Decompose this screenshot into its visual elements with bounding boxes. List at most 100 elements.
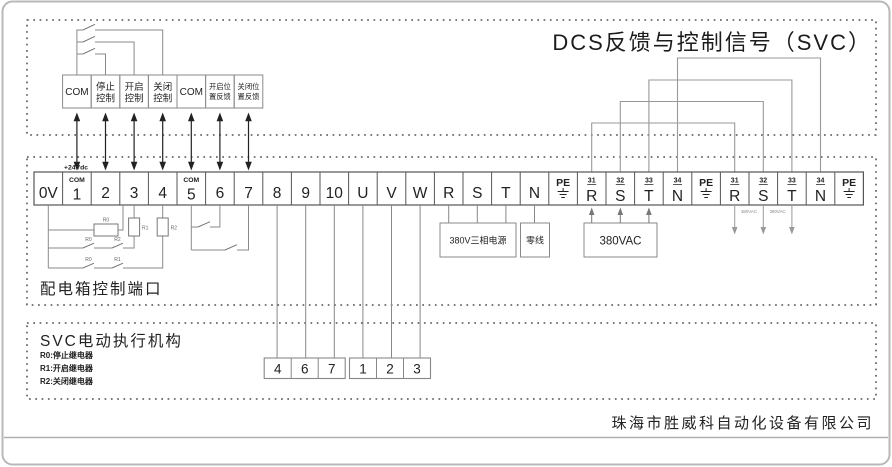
terminal-label: V [386,185,397,202]
terminal-pe-label: PE [842,177,856,189]
legend-r0: R0:停止继电器 [40,350,94,360]
terminal-label: 2 [101,185,110,202]
actuator-block-labels: 4 6 7 1 2 3 [274,362,421,377]
relay-coils [93,217,169,237]
rstn-jumper-wires [591,57,822,172]
terminal-sup: 33 [788,178,796,185]
terminal-label: 8 [273,185,282,202]
terminal-label: R [729,188,740,205]
relay-coil-labels: R0 R1 R2 R0 R2 R0 R1 [85,218,177,264]
terminal-com-label: COM [69,177,85,184]
vac-up-arrowheads-icon [588,207,652,215]
terminal-label: S [472,185,482,202]
legend-r2: R2:关闭继电器 [40,376,94,386]
terminal-sup: 32 [759,178,767,185]
terminal-sup: 34 [674,178,682,185]
diagram-title: DCS反馈与控制信号（SVC） [552,30,872,55]
terminal-sup: 31 [731,178,739,185]
terminal-label: 5 [187,187,196,204]
open-label-2: 控制 [125,93,144,105]
close-label-2: 控制 [153,93,172,105]
switch-contact-icon [82,23,96,55]
terminal-pe-label: PE [699,177,713,189]
vac-small-label: 380VAC [770,209,786,214]
terminal-label: 4 [158,185,167,202]
terminal-label: 10 [326,185,344,202]
feedback-cell: 6 [301,362,309,377]
actuator-blocks [263,357,432,380]
terminal-labels: 0V COM 1 2 3 4 COM 5 6 7 8 9 10 U V W R … [39,177,856,205]
feedback-block [263,357,346,380]
terminal-label: R [586,188,597,205]
com1-label: COM [65,87,88,98]
block-dividers [290,358,404,379]
vac-down-arrows [734,205,793,229]
power-cell: 2 [386,362,394,377]
power-cell: 3 [413,362,421,377]
terminal-com-label: COM [183,177,199,184]
terminal-strip [33,171,865,206]
terminal-label: N [815,188,826,205]
three-phase-label: 380V三相电源 [449,235,506,246]
feedback-cell: 7 [328,362,336,377]
vac-up-arrows [591,213,650,223]
dcs-switch-wires [76,29,164,75]
relay-contact-icon [82,221,238,269]
terminal-label: 7 [244,185,253,202]
coil-r1-label: R1 [142,226,149,232]
relay-wires [47,205,249,269]
terminal-label: S [615,188,625,205]
open-label-1: 开启 [125,81,144,93]
contact-label: R1 [114,257,121,263]
terminal-label: R [443,185,454,202]
actuator-wires [276,205,421,358]
vac-box [583,222,658,258]
openfb-label-1: 开启位 [209,82,231,91]
control-box-labels: COM 停止 控制 开启 控制 关闭 控制 COM 开启位 置反馈 关闭位 置反… [65,81,259,105]
stop-label-1: 停止 [96,81,116,93]
neutral-label: 零线 [526,235,544,246]
terminal-pe-label: PE [556,177,570,189]
zone-borders [26,19,877,400]
terminal-label: 3 [130,185,139,202]
signal-arrows [76,119,250,164]
terminal-label: 9 [301,185,310,202]
coil-r2-label: R2 [171,226,178,232]
terminal-label: T [501,185,511,202]
terminal-sup: 33 [645,178,653,185]
terminal-label: N [672,188,683,205]
vac-down-arrowheads-icon [731,227,795,235]
legend-r1: R1:开启继电器 [40,363,94,373]
plus24vdc-label: +24Vdc [64,165,88,172]
vac-label: 380VAC [600,236,642,248]
relay-coil-r0 [93,223,119,237]
terminal-label: T [787,188,797,205]
closefb-label-1: 关闭位 [238,82,260,91]
terminal-label: 6 [216,185,225,202]
power-wires [448,205,535,223]
terminal-label: W [413,185,428,202]
actuator-zone-border [26,322,877,400]
openfb-label-2: 置反馈 [209,92,231,101]
contact-label: R0 [85,237,92,243]
vac-small-label: 380VAC [741,209,757,214]
terminal-sup: 34 [817,178,825,185]
close-label-1: 关闭 [153,81,172,93]
terminal-sup: 31 [588,178,596,185]
terminal-label: T [644,188,654,205]
relay-coil-r1 [128,217,141,237]
actuator-title: SVC电动执行机构 [40,332,183,350]
terminal-sup: 32 [616,178,624,185]
feedback-cell: 4 [274,362,282,377]
terminal-label: U [357,185,368,202]
three-phase-box [439,222,517,258]
power-boxes [439,222,658,258]
terminal-label: 1 [73,187,82,204]
coil-r0-label: R0 [103,218,110,224]
neutral-box [520,222,550,258]
terminal-strip-dividers [62,172,836,205]
power-cell: 1 [359,362,367,377]
terminal-label: 0V [39,185,59,202]
